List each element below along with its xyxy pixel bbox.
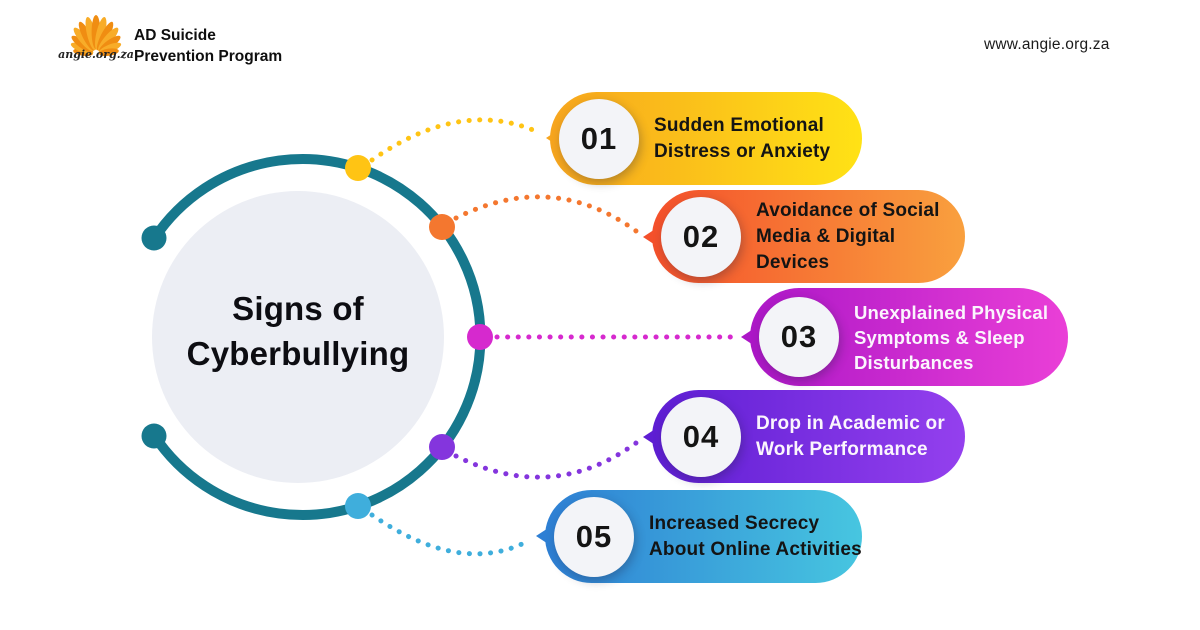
- number-badge-02: 02: [661, 196, 741, 277]
- node-dot-02: [429, 214, 455, 240]
- sign-pill-01: 01 Sudden Emotional Distress or Anxiety: [550, 92, 862, 185]
- sign-text-03-line2: Symptoms & Sleep: [854, 326, 1025, 348]
- sign-text-04-line2: Work Performance: [756, 438, 928, 460]
- node-dot-05: [345, 493, 371, 519]
- sign-text-03-line3: Disturbances: [854, 351, 974, 373]
- sign-pill-05: 05 Increased Secrecy About Online Activi…: [545, 490, 862, 583]
- connector-02: [453, 194, 639, 234]
- hub-title-line1: Signs of: [232, 290, 364, 327]
- number-03: 03: [780, 319, 818, 354]
- logo-domain-script: angie.org.za: [58, 48, 134, 61]
- sign-pill-03: 03 Unexplained Physical Symptoms & Sleep…: [750, 288, 1068, 386]
- website-url: www.angie.org.za: [984, 36, 1110, 53]
- node-dot-04: [429, 434, 455, 460]
- hub-inner-circle: [152, 191, 444, 483]
- number-05: 05: [575, 518, 613, 554]
- number-01: 01: [580, 120, 618, 156]
- sign-pill-02: 02 Avoidance of Social Media & Digital D…: [652, 190, 965, 283]
- node-dot-03: [467, 324, 493, 350]
- number-badge-03: 03: [759, 297, 839, 377]
- sign-text-04-line1: Drop in Academic or: [756, 412, 945, 434]
- sign-text-02-line1: Avoidance of Social: [756, 199, 940, 221]
- number-badge-05: 05: [554, 496, 634, 577]
- sign-text-04: Drop in Academic or Work Performance: [756, 411, 945, 463]
- connector-05: [369, 512, 533, 557]
- sign-text-03: Unexplained Physical Symptoms & Sleep Di…: [854, 300, 1048, 375]
- hub-title: Signs of Cyberbullying: [152, 286, 444, 376]
- sign-text-02-line2: Media & Digital Devices: [756, 225, 896, 273]
- number-badge-01: 01: [559, 98, 639, 179]
- sign-pill-04: 04 Drop in Academic or Work Performance: [652, 390, 965, 483]
- sign-text-01-line1: Sudden Emotional: [654, 114, 824, 136]
- number-02: 02: [682, 218, 720, 254]
- sign-text-03-line1: Unexplained Physical: [854, 301, 1049, 323]
- org-title-line2: Prevention Program: [134, 48, 283, 65]
- connector-04: [453, 440, 639, 480]
- connector-01: [369, 117, 543, 163]
- sunflower-logo-icon: [70, 15, 122, 56]
- ring-endcap-top: [141, 225, 167, 251]
- number-badge-04: 04: [661, 396, 741, 477]
- sign-text-01-line2: Distress or Anxiety: [654, 140, 831, 162]
- sign-text-05-line1: Increased Secrecy: [649, 512, 820, 534]
- sign-text-05-line2: About Online Activities: [649, 538, 862, 560]
- ring-endcap-bottom: [141, 423, 167, 449]
- sign-text-01: Sudden Emotional Distress or Anxiety: [654, 113, 830, 165]
- sign-text-02: Avoidance of Social Media & Digital Devi…: [756, 198, 965, 276]
- node-dot-01: [345, 155, 371, 181]
- sign-text-05: Increased Secrecy About Online Activitie…: [649, 511, 862, 563]
- org-title: AD Suicide Prevention Program: [134, 25, 282, 67]
- hub-title-line2: Cyberbullying: [186, 335, 410, 372]
- org-title-line1: AD Suicide: [134, 27, 216, 44]
- number-04: 04: [682, 418, 720, 454]
